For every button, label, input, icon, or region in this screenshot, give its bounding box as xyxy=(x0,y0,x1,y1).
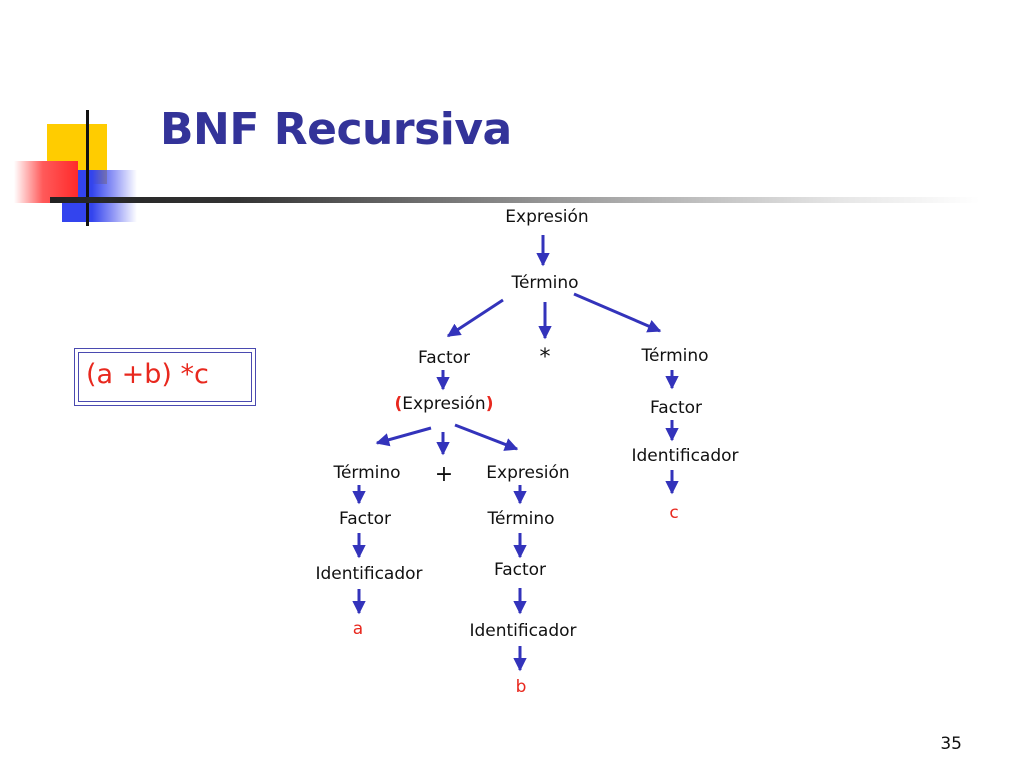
node-termino-mid: Término xyxy=(487,509,555,529)
expression-text: (a +b) *c xyxy=(86,359,209,390)
node-paren-expresion: (Expresión) xyxy=(395,394,494,414)
node-factor-mid: Factor xyxy=(493,560,547,580)
arrow-expresion-to-termino-left xyxy=(375,426,432,447)
leaf-c: c xyxy=(669,503,679,523)
node-factor-left: Factor xyxy=(338,509,392,529)
paren-open: ( xyxy=(394,394,403,414)
leaf-b: b xyxy=(515,677,527,697)
node-factor-right: Factor xyxy=(649,398,703,418)
node-identificador-mid: Identificador xyxy=(469,621,577,641)
node-identificador-left: Identificador xyxy=(315,564,423,584)
expression-box-inner-border xyxy=(78,352,252,402)
expression-box: (a +b) *c xyxy=(74,348,256,406)
leaf-a: a xyxy=(352,619,364,639)
node-termino: Término xyxy=(511,273,579,293)
node-identificador-right: Identificador xyxy=(631,446,739,466)
paren-close: ) xyxy=(485,394,494,414)
arrow-termino-to-factor xyxy=(446,298,504,338)
node-termino-right: Término xyxy=(641,346,709,366)
node-expresion-root: Expresión xyxy=(505,207,589,227)
node-expresion-inner: Expresión xyxy=(486,463,570,483)
slide-title: BNF Recursiva xyxy=(160,104,512,155)
node-factor: Factor xyxy=(417,348,471,368)
node-plus: + xyxy=(434,462,454,487)
arrow-expresion-to-expresion xyxy=(454,423,519,451)
paren-expresion-label: Expresión xyxy=(402,394,486,414)
node-termino-left: Término xyxy=(333,463,401,483)
page-number: 35 xyxy=(940,734,962,754)
arrow-termino-to-termino xyxy=(573,292,662,333)
node-star: * xyxy=(539,345,551,370)
decor-red-square xyxy=(14,161,78,203)
decor-vertical-line xyxy=(86,110,89,226)
title-underline xyxy=(50,197,980,203)
